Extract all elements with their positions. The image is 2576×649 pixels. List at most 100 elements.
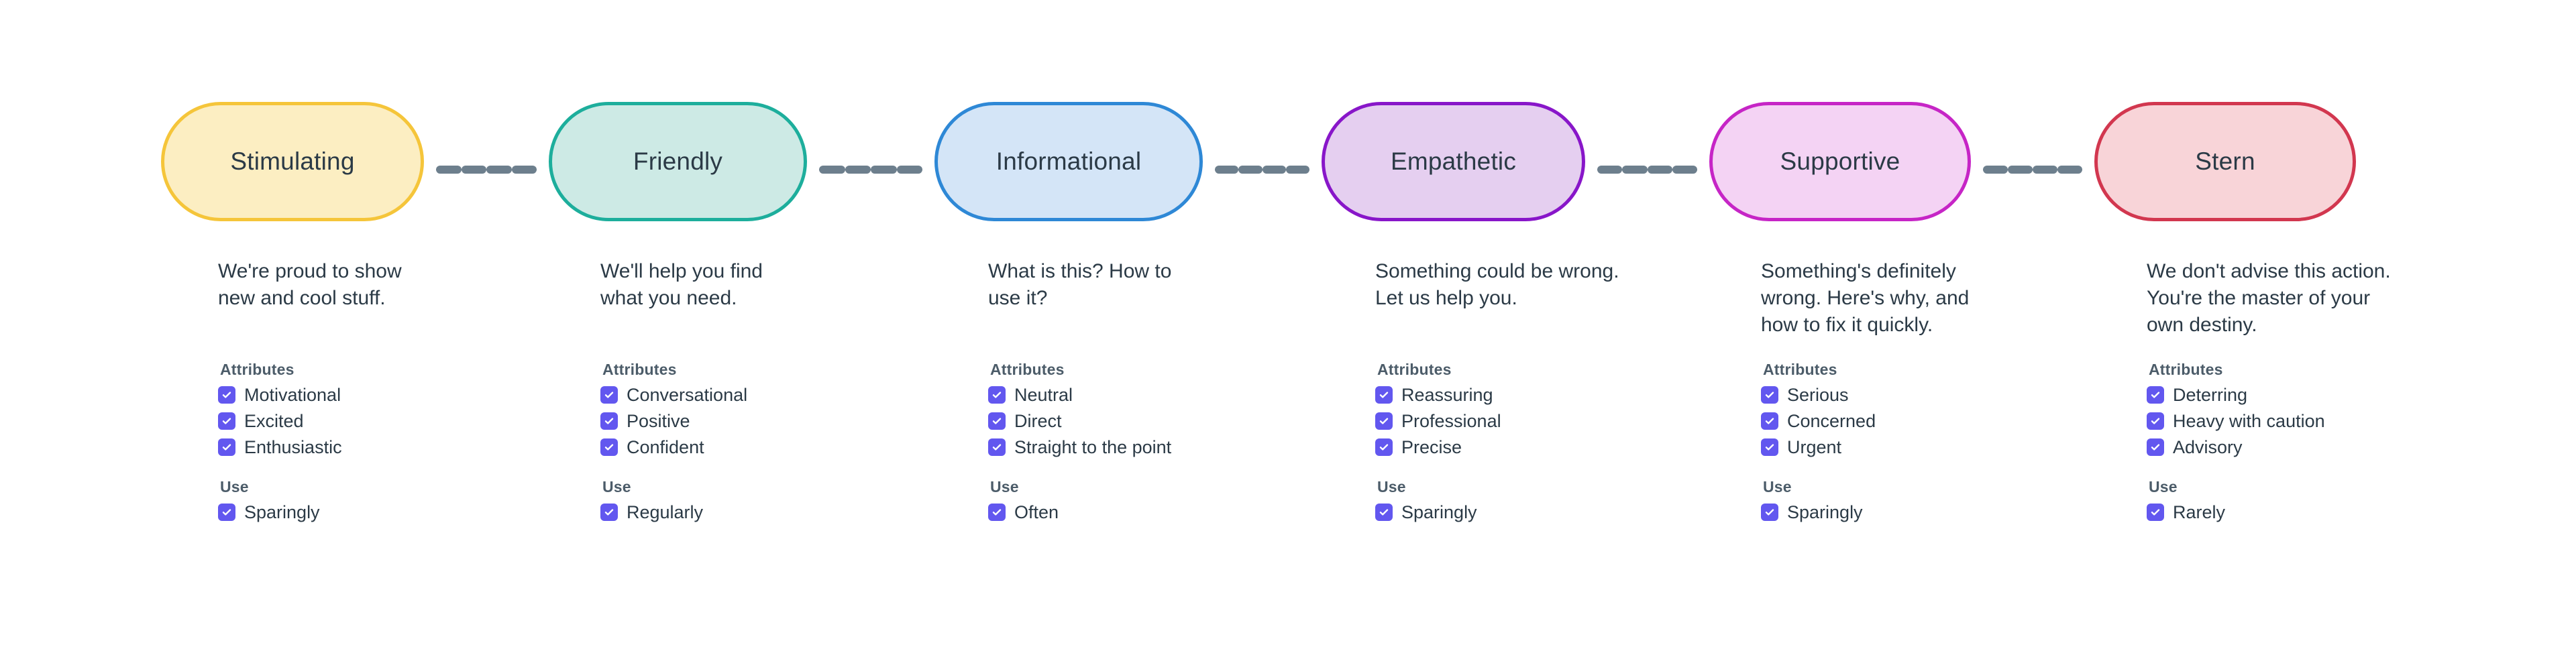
checkbox-label: Sparingly xyxy=(1787,502,1863,522)
use-item[interactable]: Sparingly xyxy=(218,502,527,522)
checkbox-label: Direct xyxy=(1014,411,1062,431)
tone-pill-empathetic[interactable]: Empathetic xyxy=(1322,102,1585,221)
attribute-item[interactable]: Conversational xyxy=(600,385,909,405)
checkmark-icon[interactable] xyxy=(2147,504,2164,521)
checkbox-label: Confident xyxy=(627,437,704,457)
connector-dash xyxy=(511,166,537,174)
attribute-item[interactable]: Enthusiastic xyxy=(218,437,527,457)
checkmark-icon[interactable] xyxy=(1375,438,1393,456)
attribute-item[interactable]: Urgent xyxy=(1761,437,2070,457)
tone-pill-friendly[interactable]: Friendly xyxy=(549,102,807,221)
checkmark-icon[interactable] xyxy=(1761,412,1778,430)
checkmark-icon[interactable] xyxy=(1375,412,1393,430)
use-item[interactable]: Often xyxy=(988,502,1297,522)
checkmark-icon[interactable] xyxy=(600,504,618,521)
checkmark-icon[interactable] xyxy=(600,412,618,430)
checkbox-label: Neutral xyxy=(1014,385,1073,405)
tone-column-empathetic: Empathetic xyxy=(1322,0,1585,221)
attribute-item[interactable]: Precise xyxy=(1375,437,1684,457)
checkbox-label: Motivational xyxy=(244,385,341,405)
tone-column-stimulating: Stimulating xyxy=(161,0,424,221)
checkmark-icon[interactable] xyxy=(600,386,618,404)
tone-column-stern: Stern xyxy=(2094,0,2356,221)
checkmark-icon[interactable] xyxy=(988,386,1006,404)
attribute-item[interactable]: Deterring xyxy=(2147,385,2455,405)
attribute-item[interactable]: Direct xyxy=(988,411,1297,431)
checkmark-icon[interactable] xyxy=(1761,504,1778,521)
checkbox-label: Concerned xyxy=(1787,411,1876,431)
attribute-item[interactable]: Heavy with caution xyxy=(2147,411,2455,431)
dashed-line-connector-icon xyxy=(436,166,537,174)
use-item[interactable]: Rarely xyxy=(2147,502,2455,522)
checkmark-icon[interactable] xyxy=(1375,504,1393,521)
attribute-item[interactable]: Professional xyxy=(1375,411,1684,431)
checkmark-icon[interactable] xyxy=(988,412,1006,430)
connector-dash xyxy=(2008,166,2033,174)
use-item[interactable]: Regularly xyxy=(600,502,909,522)
checkbox-label: Straight to the point xyxy=(1014,437,1172,457)
attribute-item[interactable]: Advisory xyxy=(2147,437,2455,457)
tone-pill-label: Informational xyxy=(996,148,1142,175)
connector-dash xyxy=(1262,166,1286,174)
checkbox-label: Reassuring xyxy=(1401,385,1493,405)
checkmark-icon[interactable] xyxy=(2147,386,2164,404)
attribute-item[interactable]: Concerned xyxy=(1761,411,2070,431)
tone-description-stern: We don't advise this action. You're the … xyxy=(2147,260,2391,336)
tone-description-informational: What is this? How to use it? xyxy=(988,260,1172,309)
tone-pill-stimulating[interactable]: Stimulating xyxy=(161,102,424,221)
checkmark-icon[interactable] xyxy=(218,504,235,521)
checkmark-icon[interactable] xyxy=(988,504,1006,521)
checkmark-icon[interactable] xyxy=(1375,386,1393,404)
attribute-item[interactable]: Excited xyxy=(218,411,527,431)
tone-pill-label: Friendly xyxy=(633,148,723,175)
tone-pill-informational[interactable]: Informational xyxy=(934,102,1203,221)
connector-dash xyxy=(819,166,845,174)
checkmark-icon[interactable] xyxy=(988,438,1006,456)
attribute-item[interactable]: Serious xyxy=(1761,385,2070,405)
tone-pill-stern[interactable]: Stern xyxy=(2094,102,2356,221)
connector-dash xyxy=(1672,166,1697,174)
checkmark-icon[interactable] xyxy=(218,438,235,456)
attributes-heading: Attributes xyxy=(1377,361,1452,378)
checkbox-label: Heavy with caution xyxy=(2173,411,2325,431)
attribute-item[interactable]: Confident xyxy=(600,437,909,457)
checkbox-label: Excited xyxy=(244,411,304,431)
use-item[interactable]: Sparingly xyxy=(1375,502,1684,522)
tone-pill-label: Stimulating xyxy=(230,148,355,175)
connector-dash xyxy=(2057,166,2082,174)
tone-description-empathetic: Something could be wrong. Let us help yo… xyxy=(1375,260,1619,309)
use-heading: Use xyxy=(2149,478,2178,495)
attribute-item[interactable]: Positive xyxy=(600,411,909,431)
attribute-item[interactable]: Neutral xyxy=(988,385,1297,405)
connector-dash xyxy=(1215,166,1239,174)
use-heading: Use xyxy=(220,478,249,495)
attribute-item[interactable]: Motivational xyxy=(218,385,527,405)
tone-pill-label: Empathetic xyxy=(1390,148,1517,175)
checkbox-label: Advisory xyxy=(2173,437,2243,457)
connector-dash xyxy=(1983,166,2008,174)
checkmark-icon[interactable] xyxy=(2147,412,2164,430)
checkmark-icon[interactable] xyxy=(1761,386,1778,404)
connector-dash xyxy=(1647,166,1672,174)
checkbox-label: Urgent xyxy=(1787,437,1842,457)
connector-dash xyxy=(461,166,486,174)
tone-pill-supportive[interactable]: Supportive xyxy=(1709,102,1971,221)
connector-dash xyxy=(845,166,871,174)
attribute-item[interactable]: Reassuring xyxy=(1375,385,1684,405)
connector-dash xyxy=(2033,166,2057,174)
checkmark-icon[interactable] xyxy=(1761,438,1778,456)
checkmark-icon[interactable] xyxy=(218,412,235,430)
use-item[interactable]: Sparingly xyxy=(1761,502,2070,522)
checkmark-icon[interactable] xyxy=(2147,438,2164,456)
tone-description-supportive: Something's definitely wrong. Here's why… xyxy=(1761,260,1970,336)
attribute-item[interactable]: Straight to the point xyxy=(988,437,1297,457)
connector-dash xyxy=(1238,166,1263,174)
attributes-heading: Attributes xyxy=(602,361,677,378)
dashed-line-connector-icon xyxy=(1983,166,2082,174)
checkmark-icon[interactable] xyxy=(218,386,235,404)
connector-dash xyxy=(1285,166,1309,174)
tone-description-stimulating: We're proud to show new and cool stuff. xyxy=(218,260,402,309)
tone-pill-label: Stern xyxy=(2195,148,2255,175)
checkmark-icon[interactable] xyxy=(600,438,618,456)
